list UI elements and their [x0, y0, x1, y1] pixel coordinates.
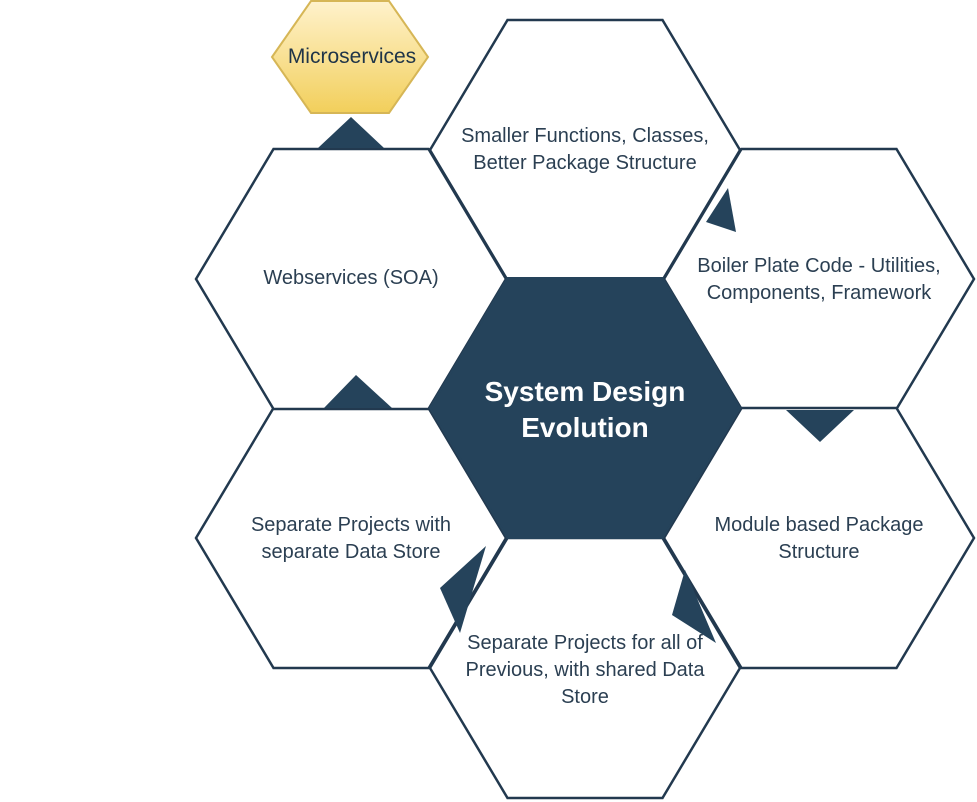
step-label-webservices: Webservices (SOA) [263, 266, 439, 289]
arrow-to-boiler-plate [706, 188, 736, 232]
hex-goal-microservices [270, 0, 430, 114]
center-title: System Design Evolution [484, 376, 686, 443]
step-label-module-based: Module based Package Structure [714, 514, 924, 563]
step-label-separate-data-store: Separate Projects with separate Data Sto… [250, 514, 452, 563]
hex-center [428, 277, 742, 539]
arrow-to-module-based [786, 410, 854, 442]
goal-label-microservices: Microservices [287, 44, 417, 68]
arrow-to-microservices [318, 117, 384, 148]
arrow-to-separate-data-store [440, 546, 486, 633]
step-label-boiler-plate: Boiler Plate Code - Utilities, Component… [697, 255, 941, 304]
arrow-to-shared-data-store [672, 570, 716, 643]
arrow-to-webservices [324, 375, 392, 408]
step-label-shared-data-store: Separate Projects for all of Previous, w… [465, 631, 705, 708]
hex-module-based [662, 406, 976, 670]
step-label-smaller-functions: Smaller Functions, Classes, Better Packa… [461, 125, 709, 174]
